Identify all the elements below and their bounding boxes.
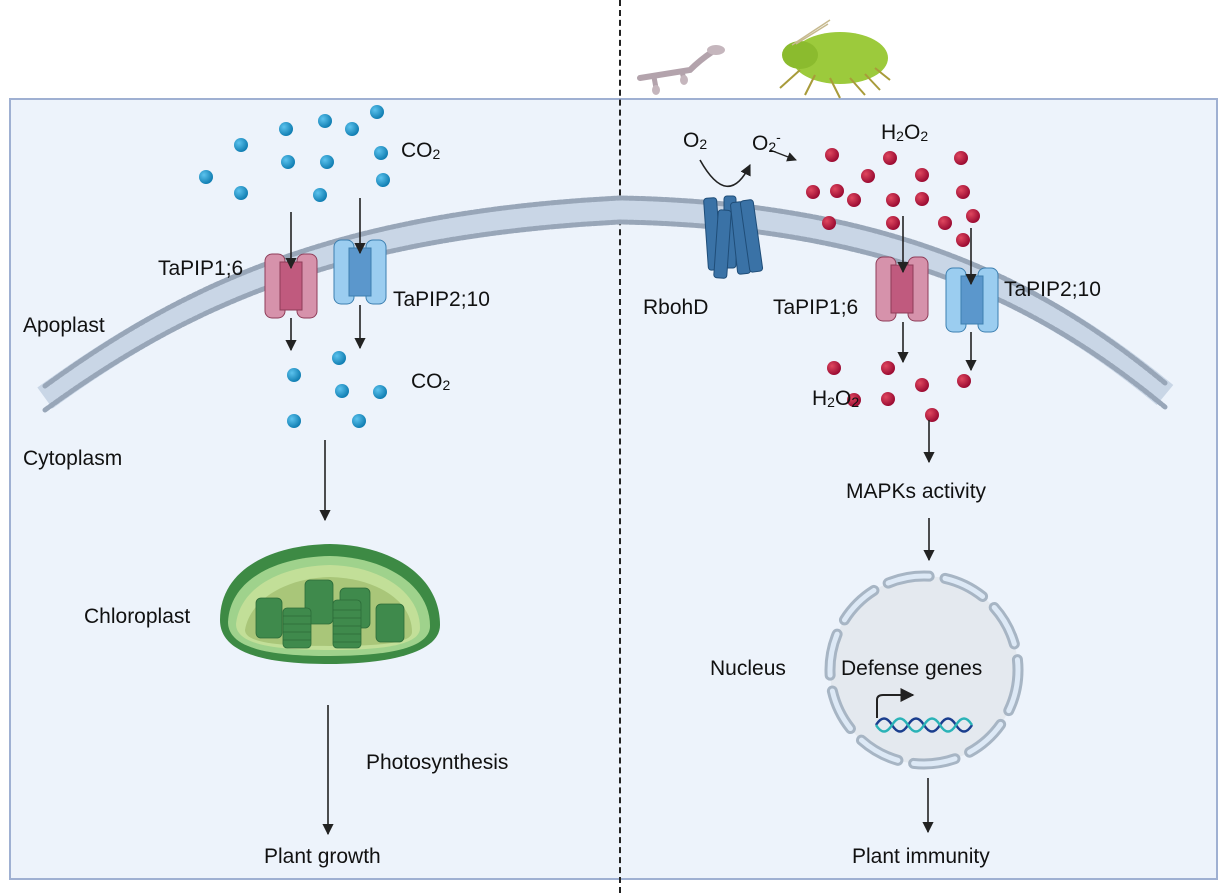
label-rbohd: RbohD: [643, 296, 709, 319]
left-arrows: [285, 198, 366, 836]
label-defense-genes: Defense genes: [841, 657, 983, 680]
label-co2-bottom: CO2: [411, 370, 451, 393]
aphid-icon: [779, 19, 891, 99]
o2-conversion-arrow: [699, 159, 751, 188]
co2-molecules-cytoplasm: [287, 351, 387, 428]
label-h2o2-top: H2O2: [881, 121, 929, 144]
h2o2-molecules-apoplast: [806, 148, 980, 247]
transcription-arrow-icon: [876, 688, 915, 718]
label-h2o2-bottom: H2O2: [812, 387, 860, 410]
dna-helix-icon: [874, 717, 974, 733]
label-o2: O2: [683, 129, 708, 152]
label-tapip2-10-left: TaPIP2;10: [393, 288, 490, 311]
label-apoplast: Apoplast: [23, 314, 105, 337]
diagram-panel: [9, 98, 1218, 880]
plasma-membrane: [37, 195, 1174, 413]
panel-divider: [619, 0, 621, 893]
tapip2-10-channel-left: [333, 239, 387, 305]
label-photosynthesis: Photosynthesis: [366, 751, 509, 774]
h2o2-molecules-cytoplasm: [827, 361, 971, 422]
tapip1-6-channel-left: [264, 253, 318, 319]
label-co2-top: CO2: [401, 139, 441, 162]
label-tapip2-10-right: TaPIP2;10: [1004, 278, 1101, 301]
label-nucleus: Nucleus: [710, 657, 786, 680]
tapip1-6-channel-right: [875, 256, 929, 322]
label-plant-immunity: Plant immunity: [852, 845, 990, 868]
label-superoxide: O2-: [752, 129, 781, 155]
rbohd-protein-icon: [703, 195, 764, 279]
label-tapip1-6-left: TaPIP1;6: [158, 257, 244, 280]
label-plant-growth: Plant growth: [264, 845, 381, 868]
right-arrows: [897, 216, 977, 834]
superoxide-arrow: [769, 149, 797, 162]
fungal-hypha-icon: [637, 45, 725, 95]
tapip2-10-channel-right: [945, 267, 999, 333]
label-chloroplast: Chloroplast: [84, 605, 191, 628]
co2-molecules-apoplast: [199, 105, 390, 202]
chloroplast-icon: [220, 544, 440, 664]
label-cytoplasm: Cytoplasm: [23, 447, 123, 470]
label-tapip1-6-right: TaPIP1;6: [773, 296, 859, 319]
label-mapks-activity: MAPKs activity: [846, 480, 987, 503]
